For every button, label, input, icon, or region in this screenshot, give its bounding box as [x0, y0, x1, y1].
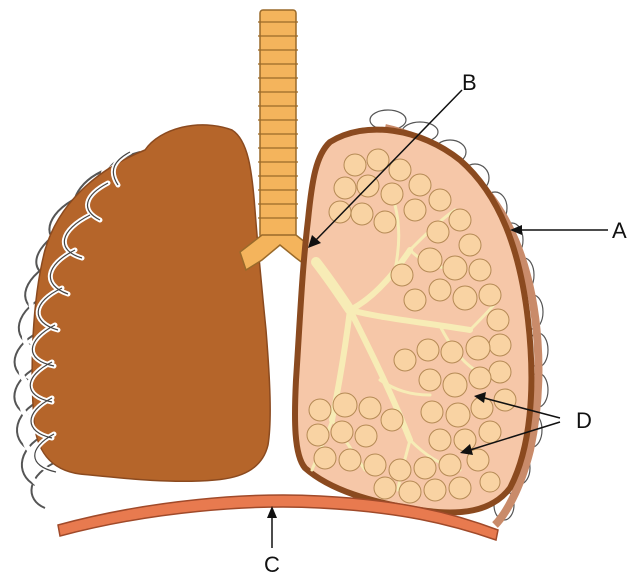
- label-a: A: [612, 218, 627, 243]
- label-a-pointer: [510, 225, 608, 235]
- left-lung: [32, 125, 270, 481]
- label-c-pointer: [267, 506, 277, 548]
- label-c: C: [264, 552, 280, 577]
- label-d: D: [576, 408, 592, 433]
- label-b: B: [462, 70, 477, 95]
